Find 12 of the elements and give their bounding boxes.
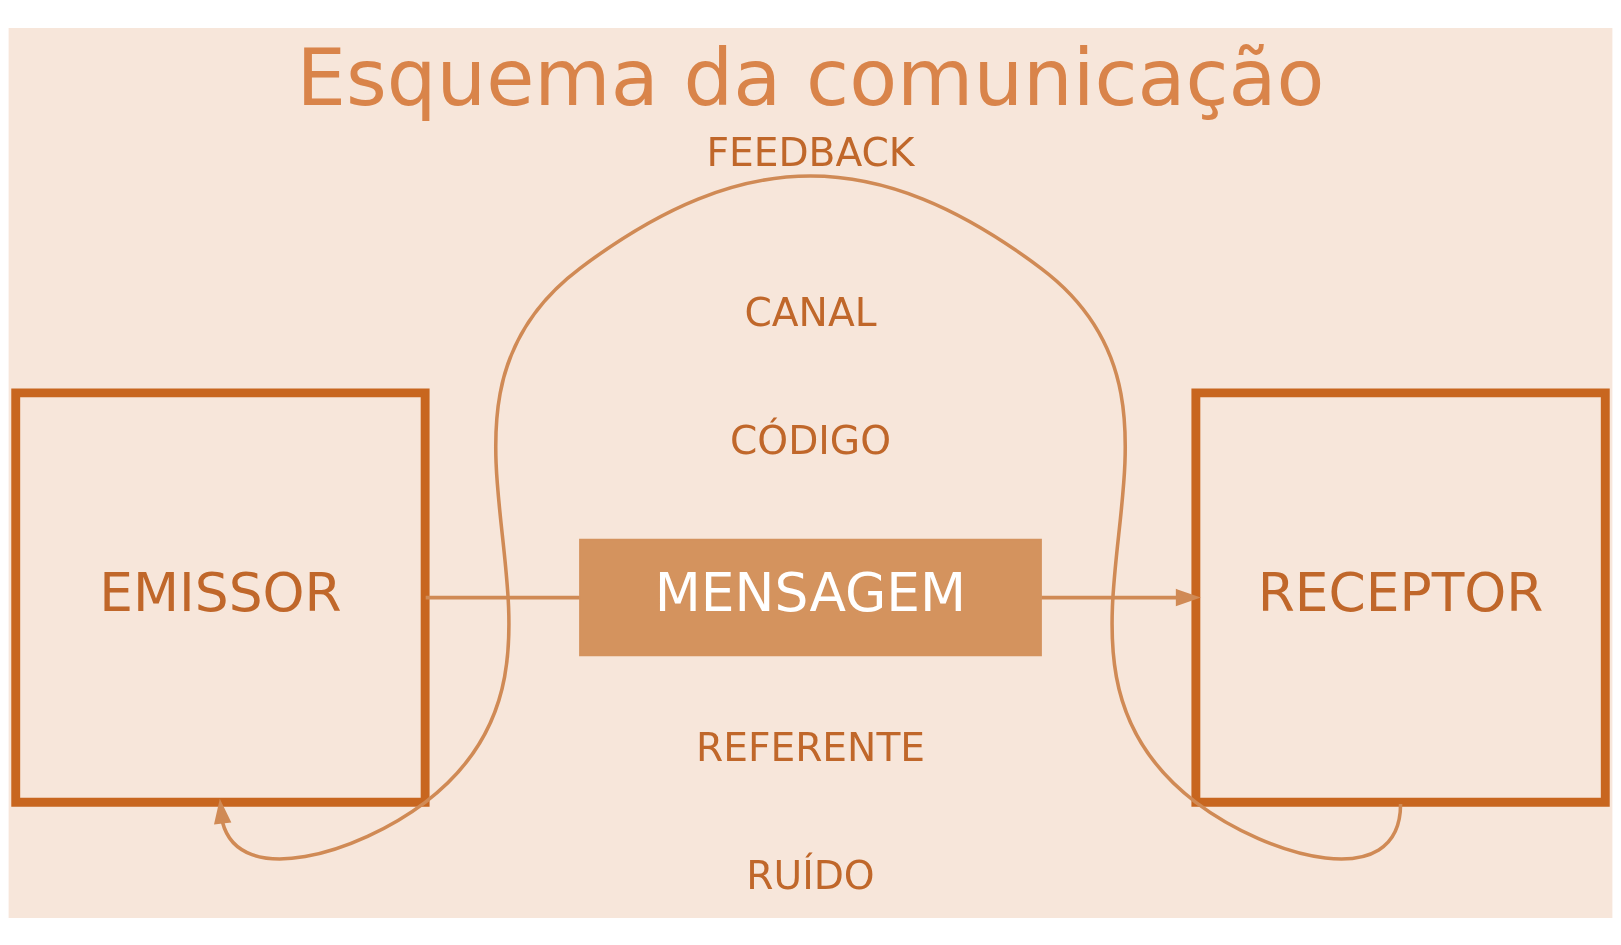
connector [425, 595, 580, 599]
label: REFERENTE [695, 724, 926, 770]
label: CANAL [744, 289, 877, 335]
node-box: MENSAGEM [579, 538, 1042, 656]
diagram-title: Esquema da comunicação [296, 31, 1325, 123]
node-box: EMISSOR [11, 387, 430, 807]
node-box: RECEPTOR [1191, 387, 1610, 807]
edge-label: FEEDBACK [706, 129, 915, 175]
label: RUÍDO [746, 852, 875, 898]
arrow [1041, 588, 1201, 606]
arrow [214, 173, 1403, 860]
label: CÓDIGO [729, 417, 892, 463]
